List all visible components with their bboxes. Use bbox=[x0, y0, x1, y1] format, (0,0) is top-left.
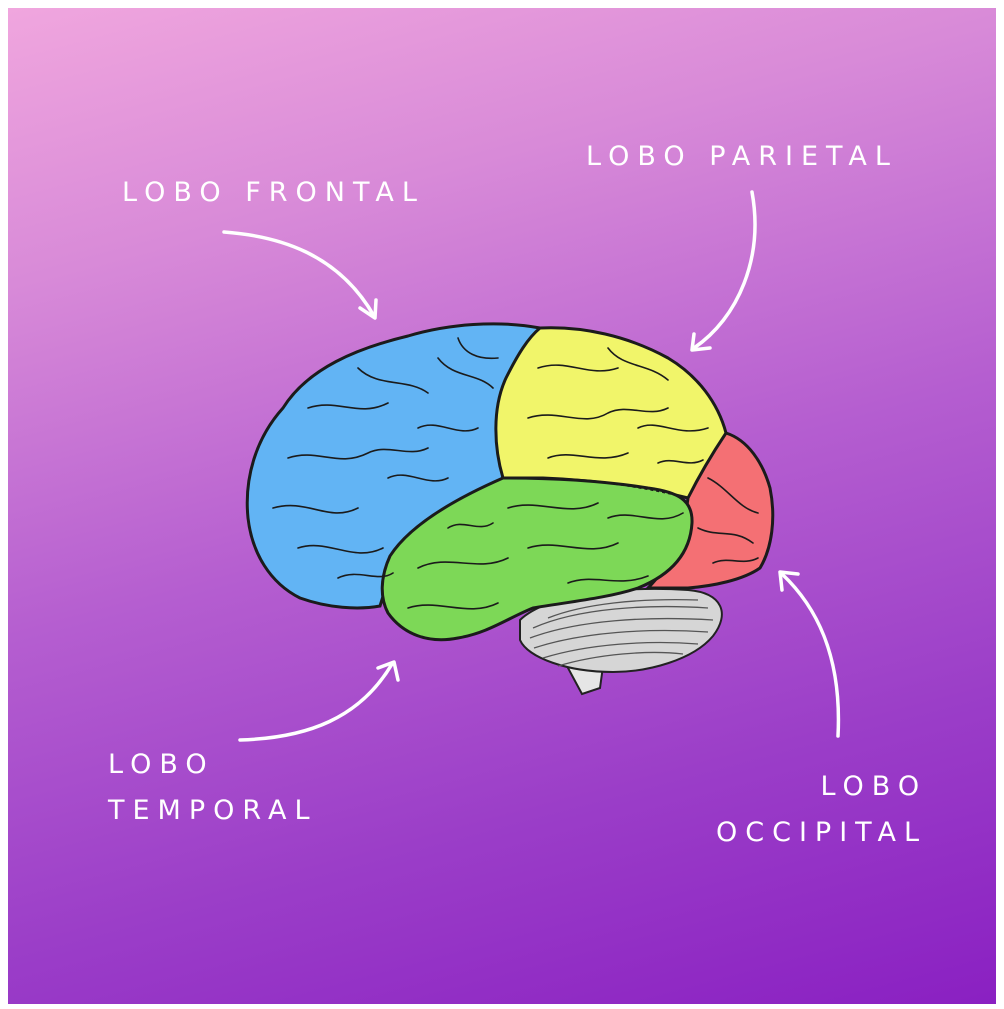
arrow-parietal bbox=[692, 192, 755, 350]
parietal-lobe bbox=[496, 328, 727, 498]
label-temporal-lobe: LOBO TEMPORAL bbox=[108, 742, 318, 834]
label-frontal-lobe: LOBO FRONTAL bbox=[122, 170, 425, 216]
arrow-occipital bbox=[780, 572, 838, 736]
label-parietal-lobe: LOBO PARIETAL bbox=[586, 134, 898, 180]
arrow-frontal bbox=[224, 232, 376, 318]
label-occipital-lobe: LOBO OCCIPITAL bbox=[716, 764, 927, 856]
arrow-temporal bbox=[240, 662, 398, 740]
diagram-canvas: LOBO FRONTAL LOBO PARIETAL LOBO TEMPORAL… bbox=[8, 8, 996, 1004]
